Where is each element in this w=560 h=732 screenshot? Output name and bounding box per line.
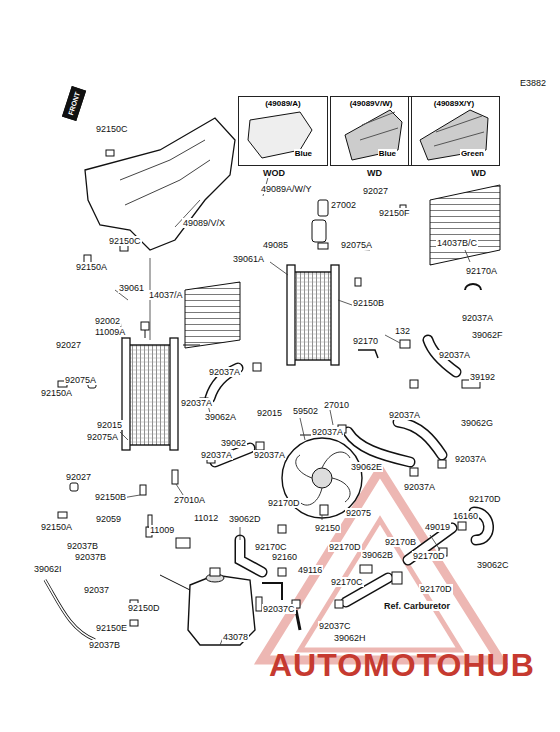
- callout-number: 92150: [314, 523, 341, 533]
- callout-number: 39062A: [204, 412, 237, 422]
- callout-number: 39062D: [228, 514, 262, 524]
- variant-code: WD: [470, 168, 487, 178]
- callout-number: 92037A: [311, 427, 344, 437]
- callout-number: 92037A: [253, 450, 286, 460]
- callout-number: 92170D: [468, 494, 502, 504]
- callout-number: 92150A: [40, 388, 73, 398]
- callout-number: 92170A: [465, 266, 498, 276]
- callout-number: 92150E: [95, 623, 128, 633]
- callout-number: 92015: [256, 408, 283, 418]
- callout-number: 11009: [149, 525, 175, 535]
- inset-box: (49089X/Y) Green: [408, 96, 500, 166]
- callout-number: 39061A: [232, 254, 265, 264]
- callout-number: 92015: [96, 420, 123, 430]
- callout-number: 39062E: [350, 462, 383, 472]
- callout-number: 14037B/C: [436, 238, 478, 248]
- callout-number: 39062G: [460, 418, 494, 428]
- callout-number: 92037A: [208, 367, 241, 377]
- callout-number: 39061: [118, 283, 145, 293]
- callout-number: 92150D: [127, 603, 161, 613]
- callout-number: 14037/A: [148, 290, 184, 300]
- callout-number: 92170D: [412, 551, 446, 561]
- callout-number: 92150B: [352, 298, 385, 308]
- callout-number: 39192: [469, 372, 496, 382]
- callout-number: 132: [394, 326, 411, 336]
- inset-box: (49089/A) Blue: [238, 96, 328, 166]
- callout-number: 39062C: [476, 560, 510, 570]
- callout-number: 92170: [352, 336, 379, 346]
- callout-number: 43078: [222, 632, 249, 642]
- inset-box: (49089V/W) Blue: [330, 96, 412, 166]
- callout-number: 39062H: [333, 633, 367, 643]
- node-label: (49089X/Y): [409, 99, 499, 109]
- callout-number: 92150A: [75, 262, 108, 272]
- callout-number: 92037A: [403, 482, 436, 492]
- callout-number: 92075: [345, 508, 372, 518]
- callout-number: 27002: [330, 200, 357, 210]
- callout-number: 92037C: [318, 621, 352, 631]
- callout-number: 92170C: [254, 542, 288, 552]
- variant-code: WD: [366, 168, 383, 178]
- callout-number: 49089A/W/Y: [260, 184, 313, 194]
- callout-number: 92037B: [74, 552, 107, 562]
- callout-number: 39062: [220, 438, 247, 448]
- color-note: Green: [460, 149, 485, 159]
- callout-number: 92160: [271, 552, 298, 562]
- callout-number: 92150C: [108, 236, 142, 246]
- callout-number: 92037A: [454, 454, 487, 464]
- callout-number: 39062I: [33, 564, 63, 574]
- callout-number: 92037C: [262, 604, 296, 614]
- callout-number: 39062B: [361, 550, 394, 560]
- callout-number: 92002: [94, 316, 121, 326]
- callout-number: 92037A: [461, 313, 494, 323]
- callout-number: 92027: [362, 186, 389, 196]
- callout-number: 49019: [424, 522, 451, 532]
- front-tag: FRONT: [62, 86, 86, 121]
- callout-number: 92027: [65, 472, 92, 482]
- callout-number: 49089/V/X: [182, 218, 226, 228]
- callout-number: 92170C: [330, 577, 364, 587]
- node-label: FRONT: [67, 91, 81, 116]
- node-label: (49089V/W): [331, 99, 411, 109]
- watermark-triangle: [262, 470, 500, 660]
- callout-number: 92037B: [66, 541, 99, 551]
- callout-number: 92075A: [86, 432, 119, 442]
- callout-number: 92037A: [388, 410, 421, 420]
- callout-number: 92170D: [267, 498, 301, 508]
- callout-number: 92150F: [378, 208, 411, 218]
- watermark: AUTOMOTOHUB: [268, 647, 536, 683]
- callout-number: 92150B: [94, 492, 127, 502]
- callout-number: 92170D: [419, 584, 453, 594]
- callout-number: 11009A: [94, 327, 126, 337]
- callout-number: 92037B: [88, 640, 121, 650]
- callout-number: 92059: [95, 514, 122, 524]
- color-note: Blue: [294, 149, 313, 159]
- callout-number: 92150A: [40, 522, 73, 532]
- callout-number: 49085: [262, 240, 289, 250]
- callout-number: 27010A: [173, 495, 206, 505]
- callout-number: 59502: [292, 406, 319, 416]
- callout-number: 92170D: [328, 542, 362, 552]
- reference-note: Ref. Carburetor: [383, 601, 451, 611]
- callout-number: 92037A: [180, 398, 213, 408]
- callout-number: 49116: [297, 565, 323, 575]
- callout-number: 92037A: [438, 350, 471, 360]
- callout-number: 92037: [83, 585, 110, 595]
- callout-number: 92150C: [95, 124, 129, 134]
- callout-number: 92027: [55, 340, 82, 350]
- callout-number: 39062F: [471, 330, 504, 340]
- callout-number: 92075A: [340, 240, 373, 250]
- color-note: Blue: [378, 149, 397, 159]
- callout-number: E3882: [519, 78, 547, 88]
- callout-number: 27010: [323, 400, 350, 410]
- callout-number: 92037A: [200, 450, 233, 460]
- callout-number: 16160: [452, 511, 479, 521]
- callout-number: 92075A: [64, 375, 97, 385]
- variant-code: WOD: [262, 168, 286, 178]
- callout-number: 11012: [193, 513, 219, 523]
- callout-number: 92170B: [384, 537, 417, 547]
- node-label: (49089/A): [239, 99, 327, 109]
